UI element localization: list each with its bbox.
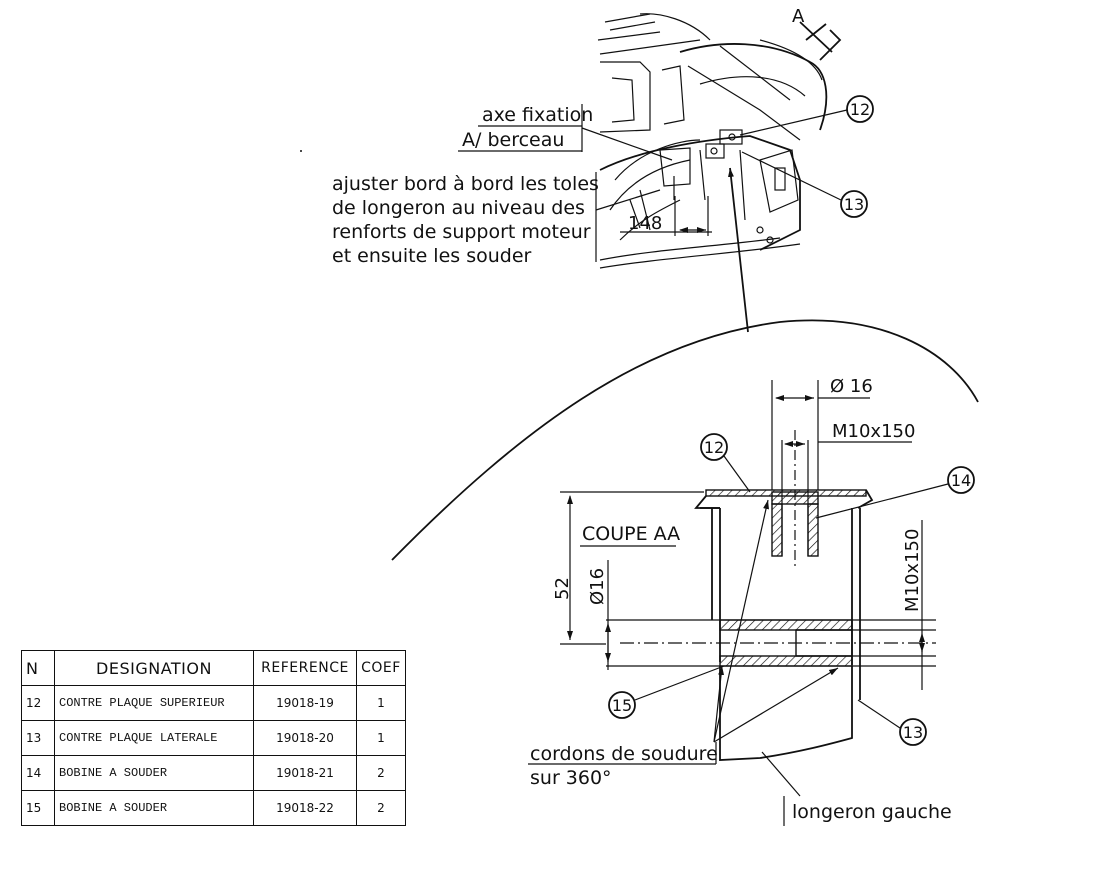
parts-table-header: N DESIGNATION REFERENCE COEF xyxy=(21,650,406,686)
cordons-line-2: sur 360° xyxy=(530,767,612,789)
bubble-15-section: 15 xyxy=(608,691,636,719)
table-row: 13 CONTRE PLAQUE LATERALE 19018-20 1 xyxy=(21,720,406,756)
table-row: 14 BOBINE A SOUDER 19018-21 2 xyxy=(21,755,406,791)
bubble-12-top-leader xyxy=(739,109,848,136)
bubble-13-section-leader xyxy=(857,699,901,729)
row-designation: CONTRE PLAQUE LATERALE xyxy=(54,720,254,756)
row-n: 13 xyxy=(21,720,55,756)
chassis-sketch xyxy=(597,13,842,269)
weld-leaders xyxy=(528,499,839,765)
note-line-3: renforts de support moteur xyxy=(332,221,591,243)
cordons-line-1: cordons de soudure xyxy=(530,743,718,765)
longeron-body xyxy=(719,666,853,761)
svg-text:12: 12 xyxy=(704,438,724,457)
bubble-14-section: 14 xyxy=(947,466,975,494)
coupe-label: COUPE AA xyxy=(582,523,680,545)
dim-148-lines xyxy=(620,196,712,236)
dim-52-lines xyxy=(560,491,704,645)
stray-dot xyxy=(300,150,302,152)
parts-table: N DESIGNATION REFERENCE COEF 12 CONTRE P… xyxy=(21,650,406,826)
dim-m10-top-label: M10x150 xyxy=(832,421,915,442)
row-reference: 19018-19 xyxy=(253,685,357,721)
section-marker-label: A xyxy=(792,6,805,27)
note-line-2: de longeron au niveau des xyxy=(332,197,585,219)
row-coef: 1 xyxy=(356,685,406,721)
row-designation: CONTRE PLAQUE SUPERIEUR xyxy=(54,685,254,721)
view-arrow xyxy=(727,167,749,333)
berceau-label: A/ berceau xyxy=(462,129,564,151)
note-line-4: et ensuite les souder xyxy=(332,245,532,267)
row-n: 12 xyxy=(21,685,55,721)
label-frame-lines xyxy=(458,104,673,161)
row-n: 14 xyxy=(21,755,55,791)
svg-text:15: 15 xyxy=(612,696,632,715)
lower-bobine xyxy=(606,619,936,667)
row-coef: 2 xyxy=(356,755,406,791)
axe-fixation-label: axe fixation xyxy=(482,104,593,126)
dim-148-label: 148 xyxy=(628,213,662,234)
note-line-1: ajuster bord à bord les toles xyxy=(332,173,599,195)
header-reference: REFERENCE xyxy=(253,650,357,686)
section-walls xyxy=(700,507,861,700)
dim-52-label: 52 xyxy=(552,577,573,600)
bubble-12-top: 12 xyxy=(846,95,874,123)
dim-diam16-top-label: Ø 16 xyxy=(830,376,873,397)
dim-diam16-side-label: Ø16 xyxy=(587,568,608,605)
bubble-12-section-leader xyxy=(723,455,751,493)
note-leader xyxy=(595,172,661,262)
table-row: 12 CONTRE PLAQUE SUPERIEUR 19018-19 1 xyxy=(21,685,406,721)
bubble-14-section-leader xyxy=(815,483,949,519)
svg-text:14: 14 xyxy=(951,471,971,490)
row-designation: BOBINE A SOUDER xyxy=(54,755,254,791)
header-designation: DESIGNATION xyxy=(54,650,254,686)
detail-boundary-curve xyxy=(391,319,979,561)
row-coef: 2 xyxy=(356,790,406,826)
svg-text:12: 12 xyxy=(850,100,870,119)
dim-diam16-top-lines xyxy=(771,380,912,490)
header-n: N xyxy=(21,650,55,686)
row-reference: 19018-21 xyxy=(253,755,357,791)
longeron-label: longeron gauche xyxy=(792,801,952,823)
svg-text:13: 13 xyxy=(903,723,923,742)
bubble-13-section: 13 xyxy=(899,718,927,746)
header-coef: COEF xyxy=(356,650,406,686)
bubble-15-section-leader xyxy=(634,665,725,701)
table-row: 15 BOBINE A SOUDER 19018-22 2 xyxy=(21,790,406,826)
svg-text:13: 13 xyxy=(844,195,864,214)
dim-m10-side-label: M10x150 xyxy=(902,529,923,612)
row-coef: 1 xyxy=(356,720,406,756)
bubble-13-top: 13 xyxy=(840,190,868,218)
upper-bobine xyxy=(771,430,819,570)
row-designation: BOBINE A SOUDER xyxy=(54,790,254,826)
row-reference: 19018-22 xyxy=(253,790,357,826)
longeron-leader xyxy=(761,751,801,797)
row-reference: 19018-20 xyxy=(253,720,357,756)
bubble-12-section: 12 xyxy=(700,433,728,461)
bubble-13-top-leader xyxy=(741,151,842,201)
row-n: 15 xyxy=(21,790,55,826)
